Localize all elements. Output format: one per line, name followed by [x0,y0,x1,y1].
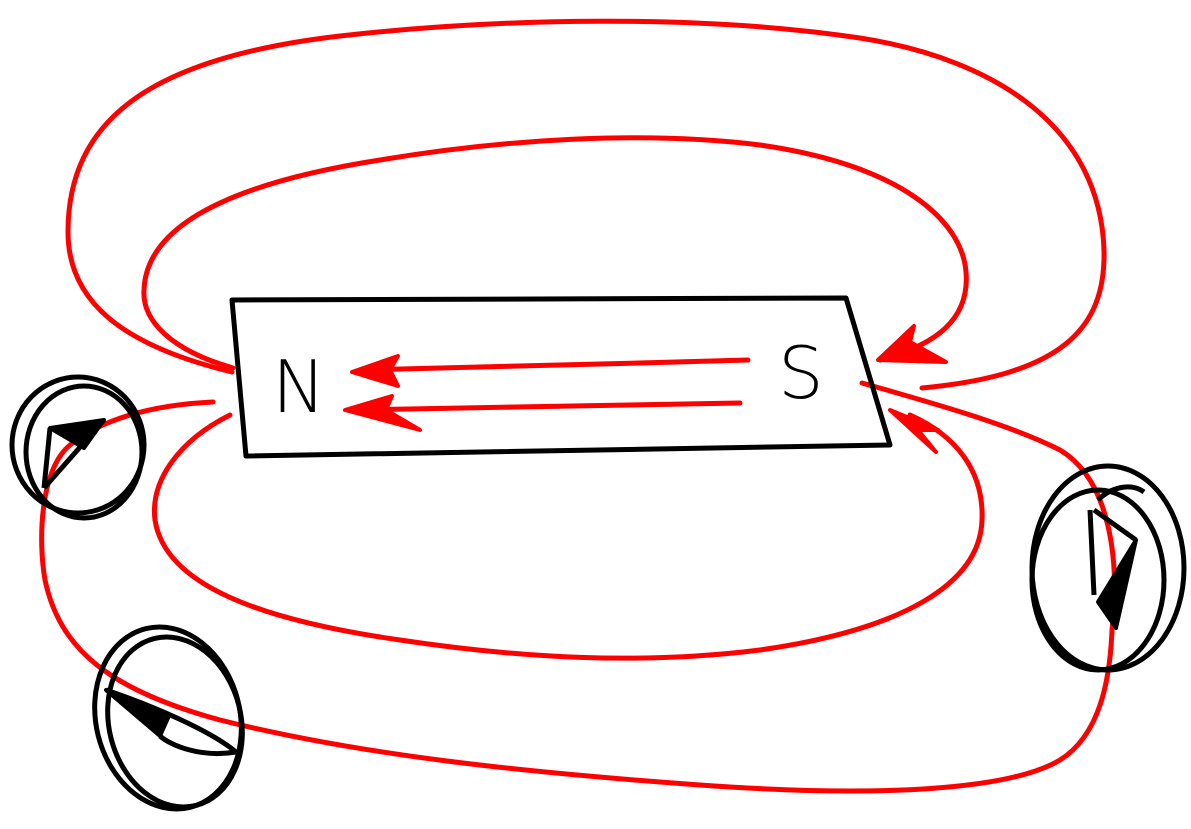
bar-magnet [229,295,893,459]
field-line-outer-bottom [39,380,1117,794]
compass-needle-icon [41,418,106,490]
field-line-internal-upper [357,357,751,373]
compass-left-lower [92,624,245,812]
arrow-lower-left [343,394,422,432]
arrow-bottom-right [888,408,940,454]
compass-ring-inner [105,634,245,810]
south-pole-label: S [778,331,824,415]
field-lines [39,18,1117,794]
field-line-outer-top [65,18,1107,391]
field-line-internal-lower [347,400,743,413]
field-arrows [343,324,948,454]
compass-right [1029,463,1187,673]
compass-needle-icon [104,687,242,757]
compass-ring-inner [23,383,145,521]
compass-needle-icon [1087,484,1146,630]
arrow-top-right [876,324,948,364]
compass-left-upper [9,374,147,521]
field-line-inner-top [141,135,969,371]
field-line-inner-bottom [151,412,985,661]
arrow-upper-left [350,354,400,388]
north-pole-label: N [272,345,326,429]
compass-ring-inner [1029,487,1167,673]
